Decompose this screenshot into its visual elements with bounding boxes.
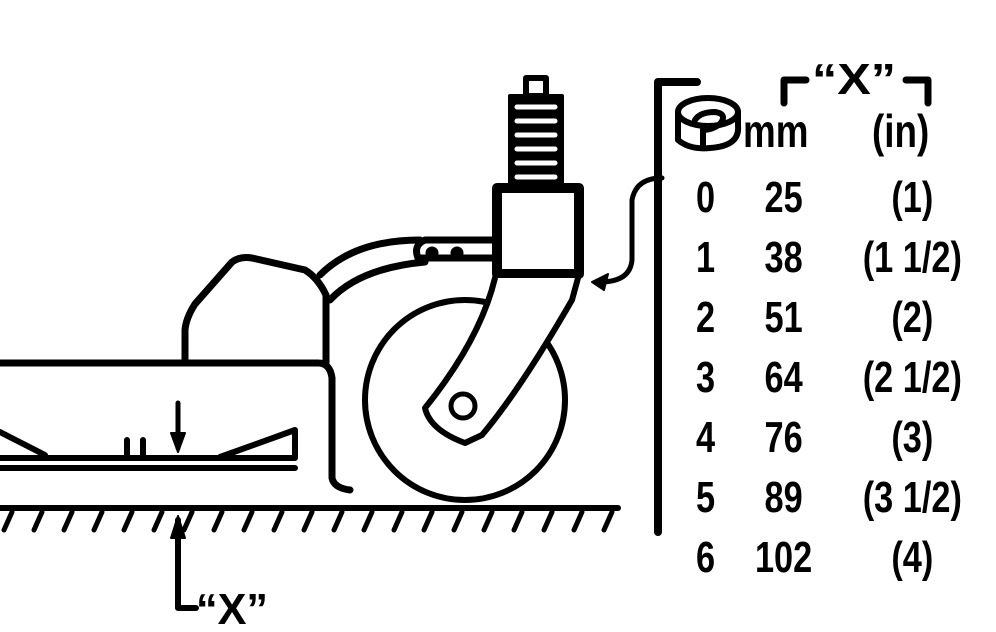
mm-cell: 64	[764, 353, 803, 402]
mm-cell: 102	[754, 533, 813, 582]
spacer-ring-icon	[675, 95, 742, 152]
position-cell: 5	[696, 473, 716, 522]
position-cell: 1	[696, 233, 716, 282]
in-cell: (4)	[891, 533, 934, 582]
in-cell: (3 1/2)	[862, 473, 962, 522]
x-dimension-label-ground: “X”	[196, 585, 268, 632]
caster-arm	[316, 236, 429, 304]
caster-housing	[413, 183, 584, 279]
mm-cell: 76	[764, 413, 803, 462]
mm-cell: 25	[764, 173, 803, 222]
in-cell: (3)	[891, 413, 934, 462]
in-cell: (1 1/2)	[862, 233, 962, 282]
table-row: 1 38 (1 1/2)	[690, 228, 962, 288]
table-bracket	[654, 78, 701, 536]
spacer-stack-icon	[508, 75, 564, 186]
table-row: 2 51 (2)	[690, 288, 933, 348]
pointer-arrow-icon	[591, 175, 665, 291]
in-cell: (2 1/2)	[862, 353, 962, 402]
position-cell: 3	[696, 353, 716, 402]
table-row: 6 102 (4)	[690, 528, 933, 588]
caster-wheel	[362, 275, 581, 503]
table-row: 3 64 (2 1/2)	[690, 348, 962, 408]
position-cell: 6	[696, 533, 716, 582]
mm-cell: 38	[764, 233, 803, 282]
mower-deck	[0, 254, 354, 494]
blade-arrow-icon	[170, 400, 186, 453]
mm-column-header: mm	[743, 105, 809, 157]
height-dimension-arrow-icon	[170, 515, 199, 611]
in-cell: (1)	[891, 173, 934, 222]
table-row: 4 76 (3)	[690, 408, 933, 468]
table-row: 0 25 (1)	[690, 168, 933, 228]
ground-line	[0, 505, 621, 533]
in-column-header: (in)	[872, 105, 930, 157]
mm-cell: 51	[764, 293, 803, 342]
x-header-bracket	[780, 76, 932, 107]
position-cell: 0	[696, 173, 716, 222]
table-row: 5 89 (3 1/2)	[690, 468, 962, 528]
mm-cell: 89	[764, 473, 803, 522]
position-cell: 2	[696, 293, 716, 342]
position-cell: 4	[696, 413, 716, 462]
in-cell: (2)	[891, 293, 934, 342]
x-dimension-label-top: “X”	[812, 55, 896, 104]
